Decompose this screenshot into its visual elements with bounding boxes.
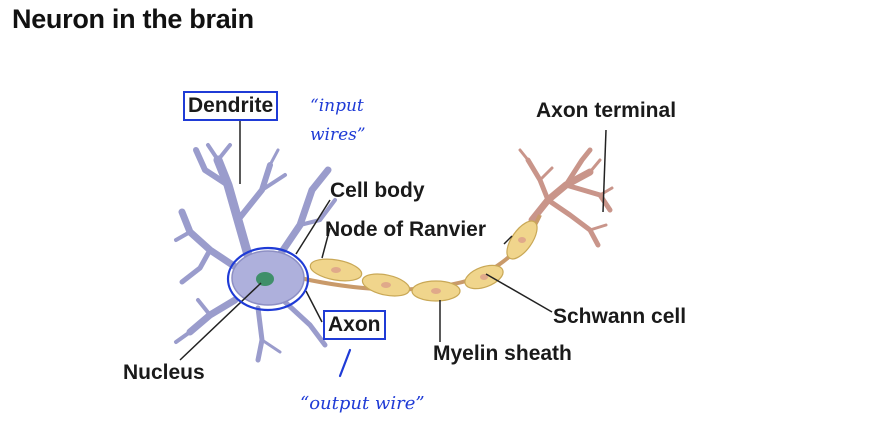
dendrite-label: Dendrite xyxy=(183,91,279,121)
axon-terminal-label: Axon terminal xyxy=(536,99,677,122)
myelin-sheath-label: Myelin sheath xyxy=(433,342,572,365)
input-wires-annotation: “input wires” xyxy=(310,96,366,145)
axon-terminals xyxy=(518,147,614,248)
nucleus xyxy=(256,272,274,286)
axon-label: Axon xyxy=(323,310,386,340)
output-tick xyxy=(338,348,352,378)
nucleus-label: Nucleus xyxy=(123,361,205,384)
cell-body-label: Cell body xyxy=(330,179,425,202)
node-of-ranvier-label: Node of Ranvier xyxy=(325,218,487,241)
cell-body-circle xyxy=(226,246,310,312)
schwann-cell-label: Schwann cell xyxy=(553,305,687,328)
dendrites xyxy=(174,143,337,363)
output-wire-annotation: “output wire” xyxy=(300,393,425,414)
pointer-lines xyxy=(179,120,607,361)
annotation-marks xyxy=(226,246,352,378)
slide-title: Neuron in the brain xyxy=(12,4,254,34)
schwann-nuclei xyxy=(331,237,526,294)
